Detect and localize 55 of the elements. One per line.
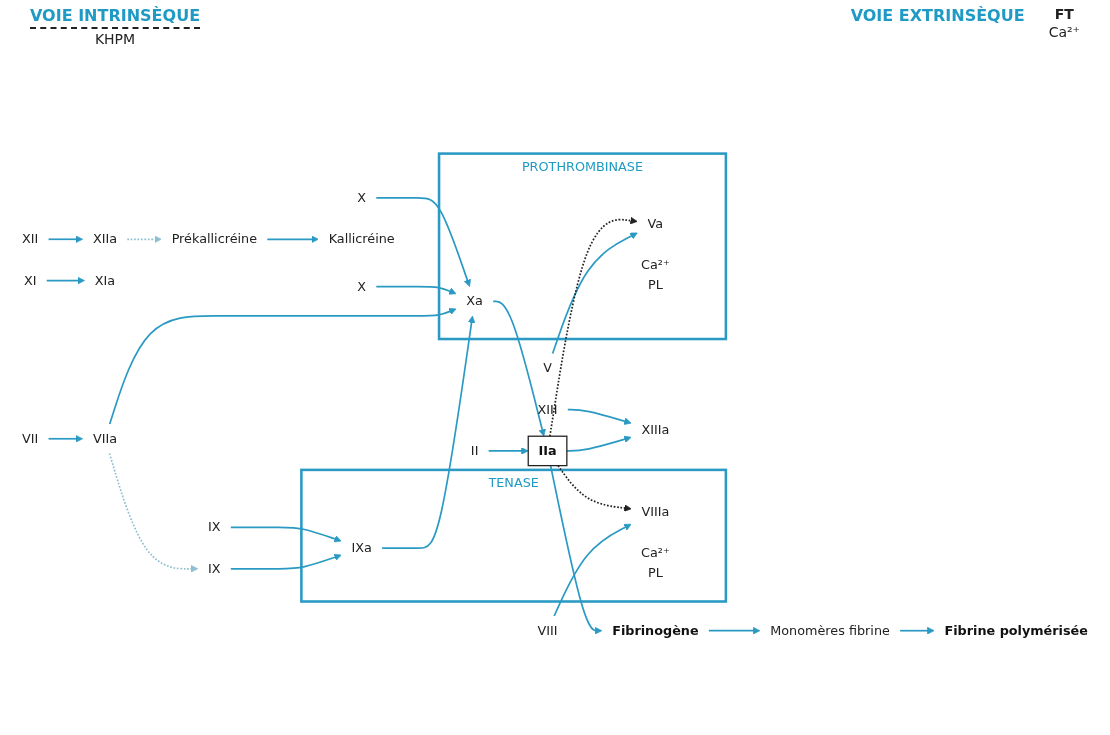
pathway-heading: VOIE EXTRINSÈQUE [850,6,1025,25]
node-text: IXa [351,540,372,556]
node-text: X [357,190,367,206]
arrow [549,464,603,635]
node-text: Va [647,215,664,232]
node-text: XII [22,231,39,247]
arrow [126,235,162,244]
node-text: VII [22,430,39,447]
arrow [266,235,319,244]
node-text: IX [208,519,221,535]
arrow [553,523,632,617]
node-text: XIa [94,272,116,289]
arrow [375,285,457,295]
arrow [45,276,85,285]
node-text: Xa [466,293,483,309]
node-text: VIIa [92,430,118,447]
arrow [108,308,457,425]
pathway-heading: VOIE INTRINSÈQUE [30,6,201,29]
node-text: Prékallicréine [171,231,258,247]
arrow [492,300,546,437]
node-text: Fibrinogène [612,622,699,639]
node-text: XIII [537,401,558,418]
arrow [549,216,638,438]
arrow [557,464,632,512]
cofactor-label: Ca²⁺ [1048,24,1080,40]
arrow [566,408,632,425]
node-text: VIIIa [641,503,670,520]
cofactor-label: FT [1054,6,1074,22]
arrow [47,235,84,244]
arrow [108,452,199,573]
node-text: IX [208,560,221,577]
node-text: Kallicréine [328,231,395,247]
node-text: Fibrine polymérisée [944,622,1088,639]
arrow [47,435,84,443]
node-text: V [543,360,552,376]
node-text: XI [23,272,37,289]
arrow [899,626,935,635]
arrow [375,197,471,287]
node-text: VIII [537,622,558,639]
node-text: Monomères fibrine [770,622,890,639]
arrow [566,435,632,452]
arrow [230,553,342,570]
node-box: IIa [527,435,568,467]
node-text: XIIIa [641,422,670,438]
node-text: XIIa [92,231,118,247]
cofactor-label: KHPM [94,31,136,47]
arrow [708,626,761,635]
arrow [487,447,529,455]
node-text: II [470,443,479,459]
node-text: Ca²⁺ PL [641,545,670,580]
arrow [230,526,342,543]
node-text: X [357,278,367,295]
arrow [381,315,476,549]
arrow [551,232,638,355]
node-text: Ca²⁺ PL [641,257,670,292]
